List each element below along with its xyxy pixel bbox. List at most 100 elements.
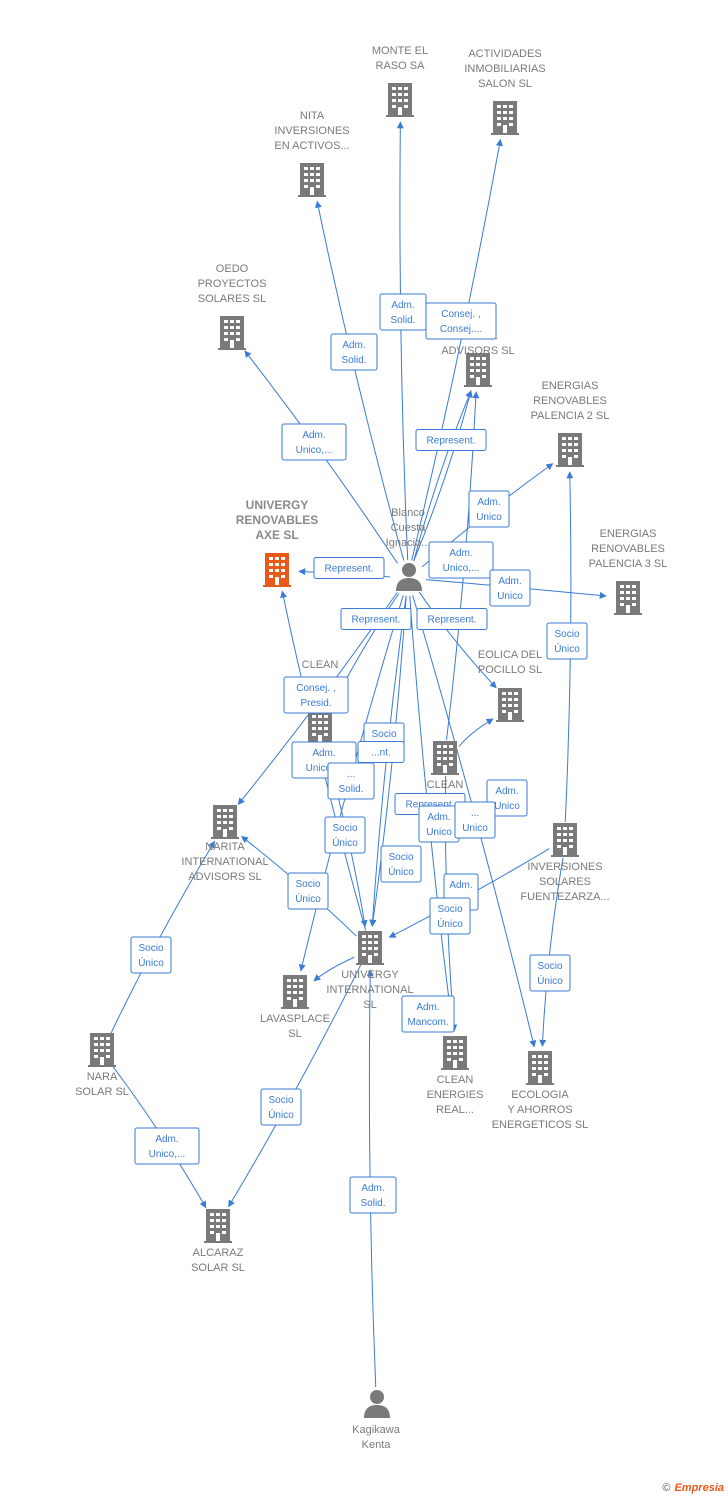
edge-label-text: Único [295, 892, 321, 905]
node-inversiones[interactable]: INVERSIONESSOLARESFUENTEZARZA... [520, 823, 610, 903]
node-label-line: NARA [87, 1071, 118, 1083]
node-label-line: SOLAR SL [191, 1262, 245, 1274]
node-label-line: REAL... [436, 1104, 474, 1116]
edge-label-text: Socio [371, 729, 396, 740]
node-label-line: NARITA [205, 841, 245, 853]
edge-label-text: Unico [494, 801, 520, 812]
node-label-line: PALENCIA 2 SL [531, 410, 610, 422]
edge-label-text: Solid. [338, 784, 363, 795]
node-label-line: Kagikawa [352, 1424, 401, 1436]
node-label-line: POCILLO SL [478, 664, 542, 676]
edge-label-e32[interactable]: Adm.Solid. [349, 1176, 397, 1214]
edge-label-text: ... [347, 769, 355, 780]
edge-label-text: Represent. [325, 564, 374, 575]
edge-label-text: Presid. [300, 698, 331, 709]
node-label-line: UNIVERGY [246, 498, 309, 512]
node-label-line: ENERGIES [427, 1089, 484, 1101]
building-icon [491, 101, 519, 135]
edge-label-e30[interactable]: Adm.Unico,... [134, 1127, 200, 1165]
edge-label-e20[interactable]: Adm.Unico [418, 805, 460, 843]
node-label-line: CLEAN [437, 1074, 474, 1086]
edge-label-text: Único [537, 974, 563, 987]
edge-label-text: Represent. [352, 615, 401, 626]
edge-label-e11[interactable]: Represent. [416, 608, 488, 630]
edge-label-text: Unico,... [149, 1149, 186, 1160]
node-label-line: OEDO [216, 263, 249, 275]
edge-label-e6[interactable]: Adm.Unico [468, 490, 510, 528]
edge-label-text: Adm. [391, 300, 414, 311]
edge-label-text: Represent. [406, 800, 455, 811]
edge-label-text: Único [332, 836, 358, 849]
node-label-line: ADVISORS SL [441, 345, 514, 357]
edge-label-e17[interactable]: ...nt. [357, 741, 405, 763]
edge-label-e2[interactable]: Consej. ,Consej.... [425, 302, 497, 340]
edge-label-e21[interactable]: ...Unico [454, 801, 496, 839]
building-icon [218, 316, 246, 350]
edge-label-text: Solid. [390, 315, 415, 326]
building-icon [556, 433, 584, 467]
edge-label-e9[interactable]: Adm.Unico [489, 569, 531, 607]
edge-label-e3[interactable]: Adm.Solid. [330, 333, 378, 371]
edge-label-e29[interactable]: Adm.Mancom. [401, 995, 455, 1033]
edge-label-text: Adm. [495, 786, 518, 797]
node-blanco[interactable]: BlancoCuestaIgnacio... [386, 507, 431, 591]
node-clean_real[interactable]: CLEAN ENERGIES REAL... [427, 1036, 484, 1116]
node-energias2[interactable]: ENERGIAS RENOVABLES PALENCIA 2 SL [531, 380, 610, 467]
node-alcaraz[interactable]: ALCARAZ SOLAR SL [191, 1209, 245, 1274]
edge-label-e5[interactable]: Represent. [415, 429, 487, 451]
node-label-line: SOLARES SL [198, 293, 266, 305]
node-label-line: LAVASPLACE [260, 1013, 330, 1025]
edge-label-e8[interactable]: Adm.Unico,... [428, 541, 494, 579]
node-clean2[interactable]: CLEAN [427, 741, 464, 791]
building-icon [431, 741, 459, 775]
edge-label-e1[interactable]: Adm. Solid. [379, 293, 427, 331]
copyright-symbol: © [662, 1482, 671, 1494]
node-label-line: NITA [300, 110, 325, 122]
edge-label-text: Represent. [427, 436, 476, 447]
node-label-line: Y AHORROS [507, 1104, 572, 1116]
node-label-line: MONTE EL [372, 45, 428, 57]
edge-label-e10[interactable]: Represent. [340, 608, 412, 630]
node-label-line: ALCARAZ [193, 1247, 244, 1259]
building-icon [88, 1033, 116, 1067]
building-icon [386, 83, 414, 117]
edge-label-text: ... [471, 808, 479, 819]
node-label-line: Blanco [391, 507, 425, 519]
node-lavasplace[interactable]: LAVASPLACE SL [260, 975, 330, 1040]
node-label-line: RENOVABLES [533, 395, 607, 407]
node-label-line: INTERNATIONAL [181, 856, 268, 868]
node-label-line: ENERGIAS [542, 380, 599, 392]
node-label-line: SALON SL [478, 78, 532, 90]
edge-label-e13[interactable]: Consej. ,Presid. [283, 676, 349, 714]
edge-label-e7[interactable]: Represent. [313, 557, 385, 579]
edge-label-e19[interactable]: Adm. Unico [486, 779, 528, 817]
node-label-line: INVERSIONES [527, 861, 602, 873]
edge-label-text: Adm. [342, 340, 365, 351]
edge-label-e16[interactable]: ... Solid. [327, 762, 375, 800]
node-label-line: CLEAN [427, 779, 464, 791]
edge-univergy_int-to-lavasplace [313, 956, 355, 982]
building-icon [281, 975, 309, 1009]
edge-label-e4[interactable]: Adm.Unico,... [281, 423, 347, 461]
node-label-line: SL [288, 1028, 301, 1040]
